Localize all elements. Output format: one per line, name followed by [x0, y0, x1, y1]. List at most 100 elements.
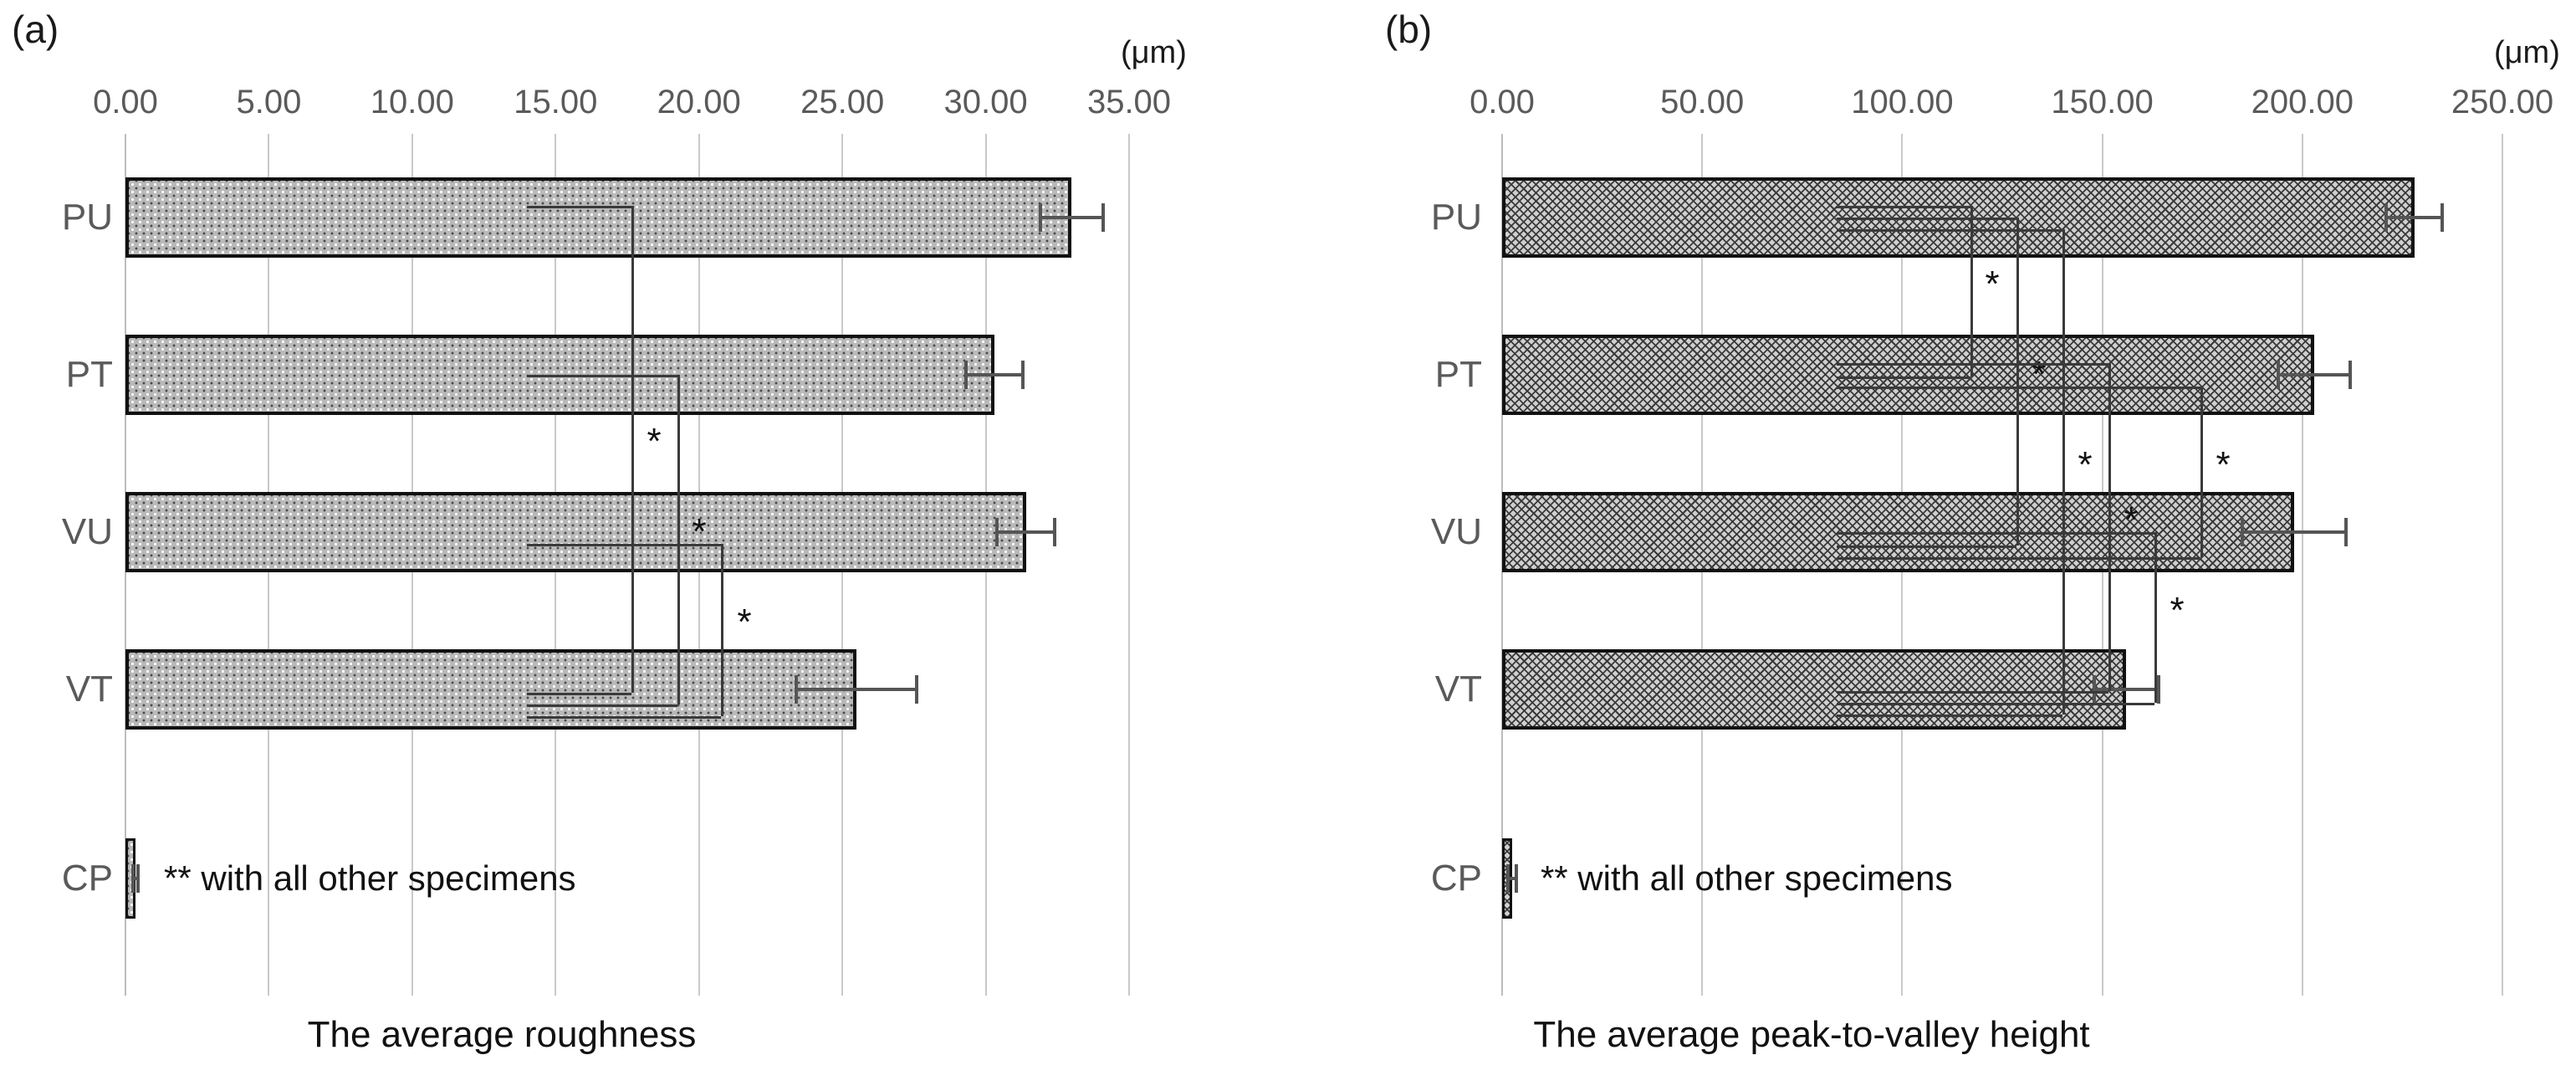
- significance-asterisk: *: [2216, 444, 2231, 485]
- error-bar-cap: [2349, 361, 2353, 389]
- significance-asterisk: *: [1985, 264, 2000, 305]
- bracket-spine: [631, 206, 634, 693]
- category-label-pu: PU: [1430, 197, 1482, 238]
- panel-b: (b) 0.00 50.00 100.00 150.00 200.00 250.00 (μ…: [1293, 0, 2576, 1091]
- error-bar-cap: [1506, 864, 1510, 893]
- bracket-arm-bottom: [1837, 715, 2062, 717]
- significance-asterisk: *: [2078, 444, 2093, 485]
- cp-significance-note: ** with all other specimens: [164, 858, 576, 898]
- error-bar-stem: [1508, 877, 1516, 880]
- panel-a-plot-area: 0.00 5.00 10.00 15.00 20.00 25.00 30.00 35.00 (…: [62, 35, 1187, 996]
- x-tick-label: 100.00: [1851, 84, 1954, 120]
- x-tick-label: 30.00: [943, 84, 1028, 120]
- significance-asterisk: *: [2170, 590, 2185, 631]
- error-bar-cap: [1021, 361, 1025, 389]
- panel-a-unit-label: (μm): [1121, 35, 1187, 70]
- bar-vt: [125, 649, 857, 730]
- bracket-arm-bottom: [527, 716, 721, 719]
- error-bar-cap: [1514, 864, 1518, 893]
- error-bar-cap: [2344, 518, 2349, 546]
- bracket-arm-top: [527, 375, 677, 377]
- bracket-arm-bottom: [1837, 546, 2016, 548]
- bracket-arm-bottom: [1837, 557, 2200, 560]
- panel-a-axis-title: The average roughness: [307, 1014, 697, 1055]
- panel-b-unit-label: (μm): [2494, 35, 2560, 70]
- bracket-arm-bottom: [1837, 376, 1970, 379]
- category-label-vu: VU: [1430, 511, 1482, 552]
- category-label-pt: PT: [1434, 354, 1482, 395]
- significance-asterisk: *: [737, 602, 752, 643]
- error-bar-cap: [995, 518, 999, 546]
- gridline: [1128, 134, 1130, 996]
- error-bar-cap: [136, 864, 141, 893]
- bar-vu: [1502, 492, 2295, 572]
- error-bar-cap: [2384, 203, 2389, 232]
- bar-pt: [1502, 335, 2315, 415]
- bracket-arm-bottom: [1837, 691, 2108, 694]
- error-bar-cap: [130, 864, 135, 893]
- panel-b-x-axis-ticks: 0.00 50.00 100.00 150.00 200.00 250.00: [1469, 84, 2553, 129]
- error-bar-cap: [963, 361, 968, 389]
- error-bar-stem: [2386, 216, 2443, 219]
- x-tick-label: 20.00: [657, 84, 741, 120]
- error-bar-stem: [2242, 530, 2347, 534]
- error-bar-cap: [2093, 675, 2097, 704]
- bracket-arm-top: [527, 206, 631, 208]
- bracket-spine: [1970, 206, 1973, 376]
- x-tick-label: 25.00: [800, 84, 885, 120]
- error-bar-stem: [2094, 688, 2159, 691]
- bracket-arm-top: [1837, 206, 1970, 208]
- bracket-spine: [721, 544, 723, 716]
- x-tick-label: 150.00: [2051, 84, 2154, 120]
- bracket-spine: [2062, 229, 2065, 715]
- error-bar-cap: [795, 675, 799, 704]
- category-label-pt: PT: [65, 354, 113, 395]
- x-tick-label: 0.00: [1469, 84, 1535, 120]
- panel-a-letter: (a): [12, 8, 59, 51]
- error-bar-stem: [132, 877, 139, 880]
- error-bar-cap: [1101, 203, 1106, 232]
- bracket-arm-top: [527, 544, 721, 546]
- error-bar-stem: [965, 373, 1024, 376]
- category-label-vt: VT: [1434, 668, 1482, 709]
- error-bar-cap: [2156, 675, 2160, 704]
- error-bar-cap: [1052, 518, 1056, 546]
- error-bar-cap: [1038, 203, 1042, 232]
- bracket-spine: [2154, 532, 2157, 703]
- error-bar-cap: [2241, 518, 2245, 546]
- category-label-cp: CP: [61, 858, 113, 899]
- category-label-cp: CP: [1430, 858, 1482, 899]
- bracket-spine: [2016, 218, 2019, 546]
- x-tick-label: 15.00: [514, 84, 598, 120]
- error-bar-stem: [796, 688, 917, 691]
- x-tick-label: 35.00: [1086, 84, 1172, 120]
- x-tick-label: 250.00: [2451, 84, 2554, 120]
- error-bar-stem: [997, 530, 1055, 534]
- error-bar-stem: [1040, 216, 1104, 219]
- x-tick-label: 50.00: [1660, 84, 1745, 120]
- bracket-arm-top: [1837, 229, 2062, 232]
- x-tick-label: 200.00: [2251, 84, 2354, 120]
- bracket-arm-top: [1837, 532, 2154, 535]
- panel-b-letter: (b): [1385, 8, 1433, 51]
- bracket-arm-bottom: [527, 693, 631, 695]
- bar-pu: [125, 177, 1072, 258]
- x-tick-label: 5.00: [236, 84, 302, 120]
- category-label-vt: VT: [65, 668, 113, 709]
- category-label-pu: PU: [61, 197, 113, 238]
- category-label-vu: VU: [61, 511, 113, 552]
- x-tick-label: 0.00: [93, 84, 158, 120]
- x-tick-label: 10.00: [370, 84, 454, 120]
- bracket-spine: [2108, 363, 2111, 691]
- error-bar-cap: [2277, 361, 2281, 389]
- bar-vt: [1502, 649, 2127, 730]
- panel-a-x-axis-ticks: 0.00 5.00 10.00 15.00 20.00 25.00 30.00 35.00: [93, 84, 1171, 129]
- error-bar-cap: [2441, 203, 2445, 232]
- significance-asterisk: *: [2124, 499, 2139, 540]
- gridline: [2301, 134, 2303, 996]
- gridline: [2502, 134, 2503, 996]
- bracket-arm-top: [1837, 363, 2108, 366]
- significance-asterisk: *: [692, 511, 707, 552]
- bracket-arm-bottom: [1837, 703, 2154, 705]
